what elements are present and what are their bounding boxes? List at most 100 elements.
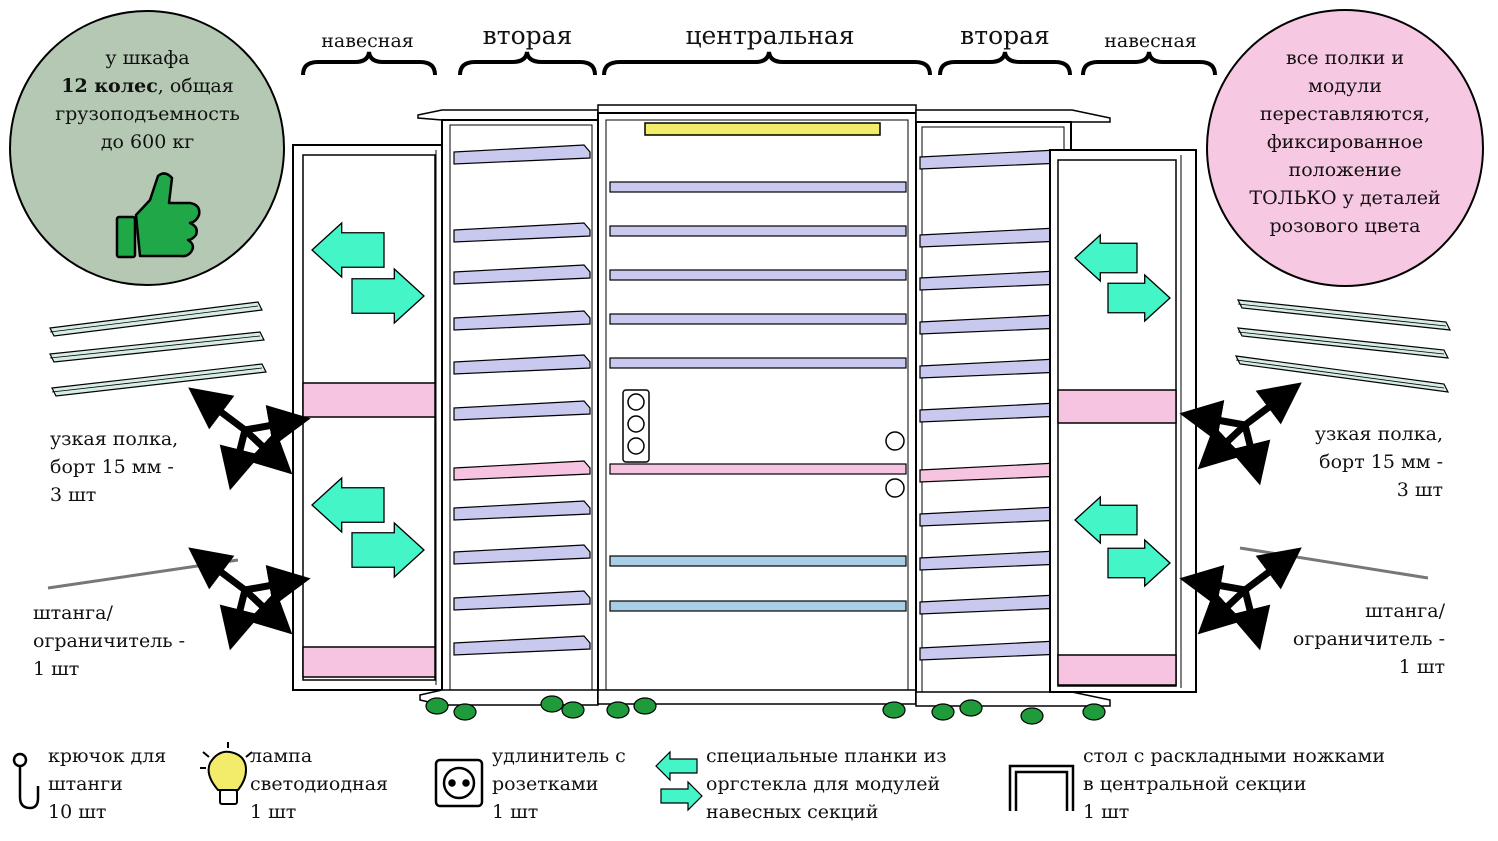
shelf	[453, 310, 591, 331]
narrow-shelf-line: борт 15 мм -	[50, 456, 174, 478]
wheels-info-text: у шкафа 12 колес, общая грузоподъемность…	[20, 44, 275, 156]
power-strip	[622, 389, 650, 463]
right-hanging-module	[1049, 149, 1197, 693]
wheels-line-1: у шкафа	[105, 47, 190, 69]
legend-line: специальные планки из	[706, 745, 947, 767]
three-way-arrow	[188, 547, 311, 651]
narrow-shelf-line: узкая полка,	[1314, 423, 1443, 445]
rod-line: ограничитель -	[1292, 628, 1445, 650]
led-lamp	[644, 122, 881, 136]
label-right-second: вторая	[960, 21, 1050, 50]
rod-line: 1 шт	[1398, 656, 1445, 678]
narrow-shelf-right-label: узкая полка, борт 15 мм - 3 шт	[1240, 420, 1443, 504]
label-left-second: вторая	[482, 21, 573, 50]
wheels-info-circle	[9, 10, 285, 286]
shelf	[609, 463, 907, 475]
legend-table: стол с раскладными ножками в центральной…	[1083, 742, 1463, 826]
shelf	[453, 222, 591, 243]
wheel	[1020, 707, 1044, 725]
plexiglass-arrow	[1107, 273, 1171, 323]
bulb-icon	[200, 742, 253, 805]
wheels-line-3: грузоподъемность	[55, 103, 240, 125]
legend-line: удлинитель с	[492, 745, 626, 767]
legend-line: оргстекла для модулей	[706, 773, 941, 795]
shelf	[453, 590, 591, 611]
wheels	[425, 695, 1106, 725]
wheel	[882, 701, 906, 719]
narrow-shelf-line: узкая полка,	[50, 428, 179, 450]
modules-line: ТОЛЬКО у деталей	[1249, 187, 1441, 209]
thumbs-up-icon	[115, 172, 201, 259]
rod-line: ограничитель -	[33, 630, 186, 652]
shelf	[609, 181, 907, 193]
legend-line: 10 шт	[48, 801, 107, 823]
plexiglass-arrow	[1074, 233, 1138, 283]
shelf	[609, 357, 907, 369]
left-hanging-module	[292, 144, 443, 691]
modules-line: розового цвета	[1269, 215, 1421, 237]
shelf	[453, 544, 591, 565]
plexiglass-arrow	[311, 476, 385, 534]
legend-line: 1 шт	[250, 801, 297, 823]
modules-line: положение	[1288, 159, 1402, 181]
wheel	[453, 703, 477, 721]
rod-right-label: штанга/ ограничитель - 1 шт	[1240, 597, 1445, 681]
legend-line: светодиодная	[250, 773, 389, 795]
legend-lamp: лампа светодиодная 1 шт	[250, 742, 430, 826]
label-right-hanging: навесная	[1104, 30, 1197, 52]
pink-fixed-shelf	[302, 646, 436, 678]
modules-info-text: все полки и модули переставляются, фикси…	[1215, 44, 1475, 240]
shelf	[609, 269, 907, 281]
narrow-shelf-line: борт 15 мм -	[1319, 451, 1443, 473]
shelf	[609, 600, 907, 612]
wheels-line-2: 12 колес, общая	[20, 72, 275, 100]
left-second-section	[417, 109, 599, 706]
legend-line: в центральной секции	[1083, 773, 1307, 795]
table-icon	[1008, 764, 1075, 811]
legend-line: розетками	[492, 773, 599, 795]
legend-line: 1 шт	[1083, 801, 1130, 823]
wheels-line-2-rest: , общая	[157, 75, 234, 97]
label-left-hanging: навесная	[321, 30, 414, 52]
shelf	[609, 313, 907, 325]
rod-line: штанга/	[33, 602, 113, 624]
wheel	[606, 701, 630, 719]
wheel	[425, 697, 449, 715]
plexiglass-arrow	[311, 221, 385, 279]
modules-info-circle	[1206, 9, 1484, 287]
module-arrows	[311, 221, 1171, 588]
wheel	[633, 697, 657, 715]
legend-line: штанги	[48, 773, 123, 795]
shelf	[453, 500, 591, 521]
shelf	[453, 354, 591, 375]
plexiglass-arrow	[1074, 495, 1138, 545]
rod-line: 1 шт	[33, 658, 80, 680]
modules-line: все полки и	[1285, 47, 1405, 69]
shelf	[453, 144, 591, 165]
wheel	[561, 701, 585, 719]
legend-plexiglass: специальные планки из оргстекла для моду…	[706, 742, 1006, 826]
section-braces	[301, 51, 1217, 76]
central-section	[597, 104, 917, 705]
pink-fixed-shelf	[1057, 654, 1177, 686]
wheel	[931, 703, 955, 721]
wheel	[540, 695, 564, 713]
shelf	[609, 225, 907, 237]
narrow-shelf-left-label: узкая полка, борт 15 мм - 3 шт	[50, 425, 260, 509]
wheels-line-4: до 600 кг	[100, 131, 195, 153]
narrow-shelf-line: 3 шт	[1396, 479, 1443, 501]
plexiglass-arrow	[351, 521, 425, 579]
rod-left-label: штанга/ ограничитель - 1 шт	[33, 599, 243, 683]
legend-hook: крючок для штанги 10 шт	[48, 742, 208, 826]
modules-line: переставляются,	[1259, 103, 1431, 125]
wheel	[959, 699, 983, 717]
narrow-shelf-drawings	[49, 299, 1452, 397]
hook-icon	[12, 752, 40, 810]
pink-fixed-shelf	[1057, 389, 1177, 424]
direction-arrows	[188, 382, 1302, 651]
modules-line: фиксированное	[1266, 131, 1424, 153]
legend-line: крючок для	[48, 745, 167, 767]
shelf	[453, 635, 591, 656]
shelf	[453, 264, 591, 285]
